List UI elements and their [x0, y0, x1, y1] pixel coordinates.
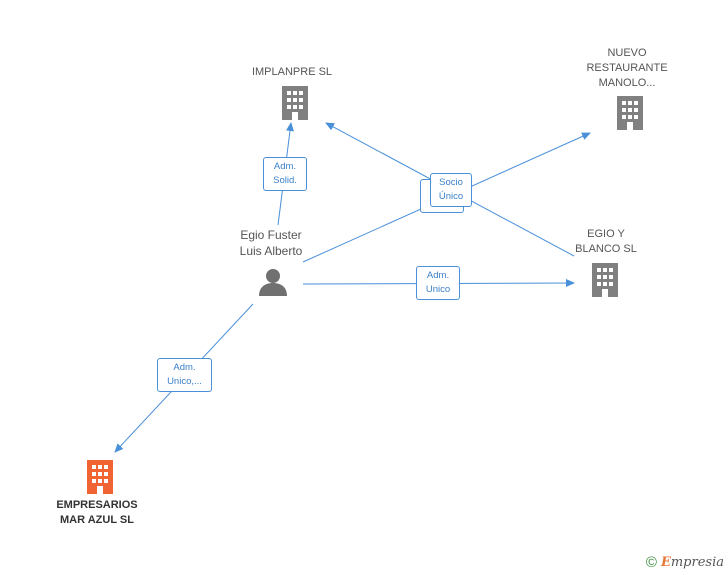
building-icon[interactable]	[617, 96, 643, 130]
node-label-egio-y-blanco[interactable]: EGIO Y BLANCO SL	[575, 228, 637, 255]
person-icon[interactable]	[259, 269, 287, 296]
building-icon[interactable]	[592, 263, 618, 297]
copyright-icon: ©	[645, 554, 657, 571]
node-label-person[interactable]: Egio Fuster Luis Alberto	[239, 228, 303, 258]
building-icon[interactable]	[87, 460, 113, 494]
edge-label-adm-unico-mar-azul: Adm. Unico,...	[157, 358, 212, 392]
footer-brand: © Empresia	[646, 554, 724, 571]
brand-logo[interactable]: Empresia	[660, 555, 724, 570]
edge-label-adm-solid: Adm. Solid.	[263, 157, 307, 191]
edge-label-adm-unico: Adm. Unico	[416, 266, 460, 300]
node-label-implanpre[interactable]: IMPLANPRE SL	[251, 66, 333, 78]
node-label-mar-azul[interactable]: EMPRESARIOS MAR AZUL SL	[56, 499, 138, 526]
edge-label-socio-unico: Socio Único	[430, 173, 472, 207]
building-icon[interactable]	[282, 86, 308, 120]
node-label-nuevo-restaurante[interactable]: NUEVO RESTAURANTE MANOLO...	[586, 47, 668, 89]
